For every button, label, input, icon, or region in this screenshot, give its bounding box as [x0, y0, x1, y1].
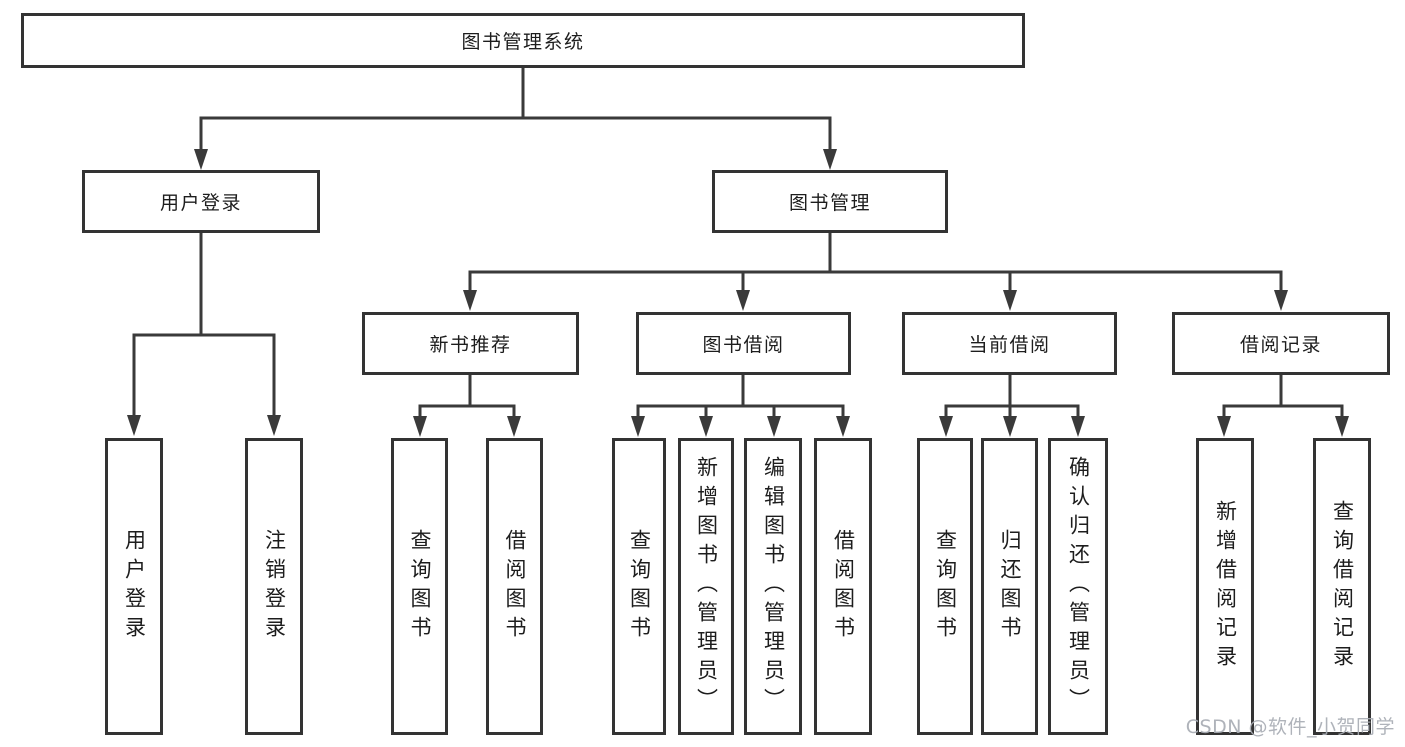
- node-user-login: 用户登录: [82, 170, 320, 233]
- node-new-book-recommend: 新书推荐: [362, 312, 579, 375]
- leaf-user-login: 用户登录: [105, 438, 163, 735]
- node-book-borrow-label: 图书借阅: [702, 334, 785, 356]
- branch-rails: [132, 66, 1344, 408]
- node-book-management-label: 图书管理: [788, 192, 871, 214]
- leaf-records-add-borrow-record: 新增借阅记录: [1196, 438, 1254, 735]
- leaf-borrow-edit-books-admin: 编辑图书（管理员）: [744, 438, 802, 735]
- leaf-current-confirm-return-admin-label: 确认归还（管理员）: [1066, 456, 1091, 717]
- node-new-book-recommend-label: 新书推荐: [429, 334, 512, 356]
- leaf-current-query-books: 查询图书: [917, 438, 973, 735]
- leaf-borrow-borrow-books-label: 借阅图书: [831, 528, 856, 645]
- node-book-borrow: 图书借阅: [636, 312, 851, 375]
- node-current-borrow: 当前借阅: [902, 312, 1117, 375]
- node-borrow-records: 借阅记录: [1172, 312, 1390, 375]
- leaf-user-login-label: 用户登录: [122, 528, 147, 645]
- leaf-borrow-add-books-admin-label: 新增图书（管理员）: [694, 456, 719, 717]
- leaf-current-return-books: 归还图书: [981, 438, 1038, 735]
- leaf-current-confirm-return-admin: 确认归还（管理员）: [1048, 438, 1108, 735]
- leaf-newbook-borrow-books-label: 借阅图书: [503, 528, 527, 645]
- node-current-borrow-label: 当前借阅: [968, 334, 1051, 356]
- leaf-newbook-query-books-label: 查询图书: [408, 528, 432, 645]
- leaf-borrow-add-books-admin: 新增图书（管理员）: [678, 438, 734, 735]
- leaf-logout: 注销登录: [245, 438, 303, 735]
- leaf-logout-label: 注销登录: [262, 528, 287, 645]
- leaf-newbook-borrow-books: 借阅图书: [486, 438, 543, 735]
- node-root-label: 图书管理系统: [461, 31, 585, 53]
- leaf-borrow-edit-books-admin-label: 编辑图书（管理员）: [761, 456, 786, 717]
- leaf-newbook-query-books: 查询图书: [391, 438, 448, 735]
- arrow-shafts: [132, 118, 1344, 430]
- leaf-records-add-borrow-record-label: 新增借阅记录: [1213, 499, 1238, 674]
- leaf-current-return-books-label: 归还图书: [998, 528, 1022, 645]
- leaf-records-query-borrow-record: 查询借阅记录: [1313, 438, 1371, 735]
- node-book-management: 图书管理: [712, 170, 948, 233]
- leaf-borrow-query-books: 查询图书: [612, 438, 666, 735]
- leaf-borrow-borrow-books: 借阅图书: [814, 438, 872, 735]
- arrowheads: [127, 149, 1349, 437]
- leaf-current-query-books-label: 查询图书: [933, 528, 958, 645]
- leaf-records-query-borrow-record-label: 查询借阅记录: [1330, 499, 1355, 674]
- leaf-borrow-query-books-label: 查询图书: [627, 528, 652, 645]
- node-borrow-records-label: 借阅记录: [1239, 334, 1322, 356]
- node-user-login-label: 用户登录: [159, 192, 242, 214]
- csdn-watermark: CSDN @软件_小贺同学: [1185, 716, 1395, 738]
- node-root: 图书管理系统: [21, 13, 1025, 68]
